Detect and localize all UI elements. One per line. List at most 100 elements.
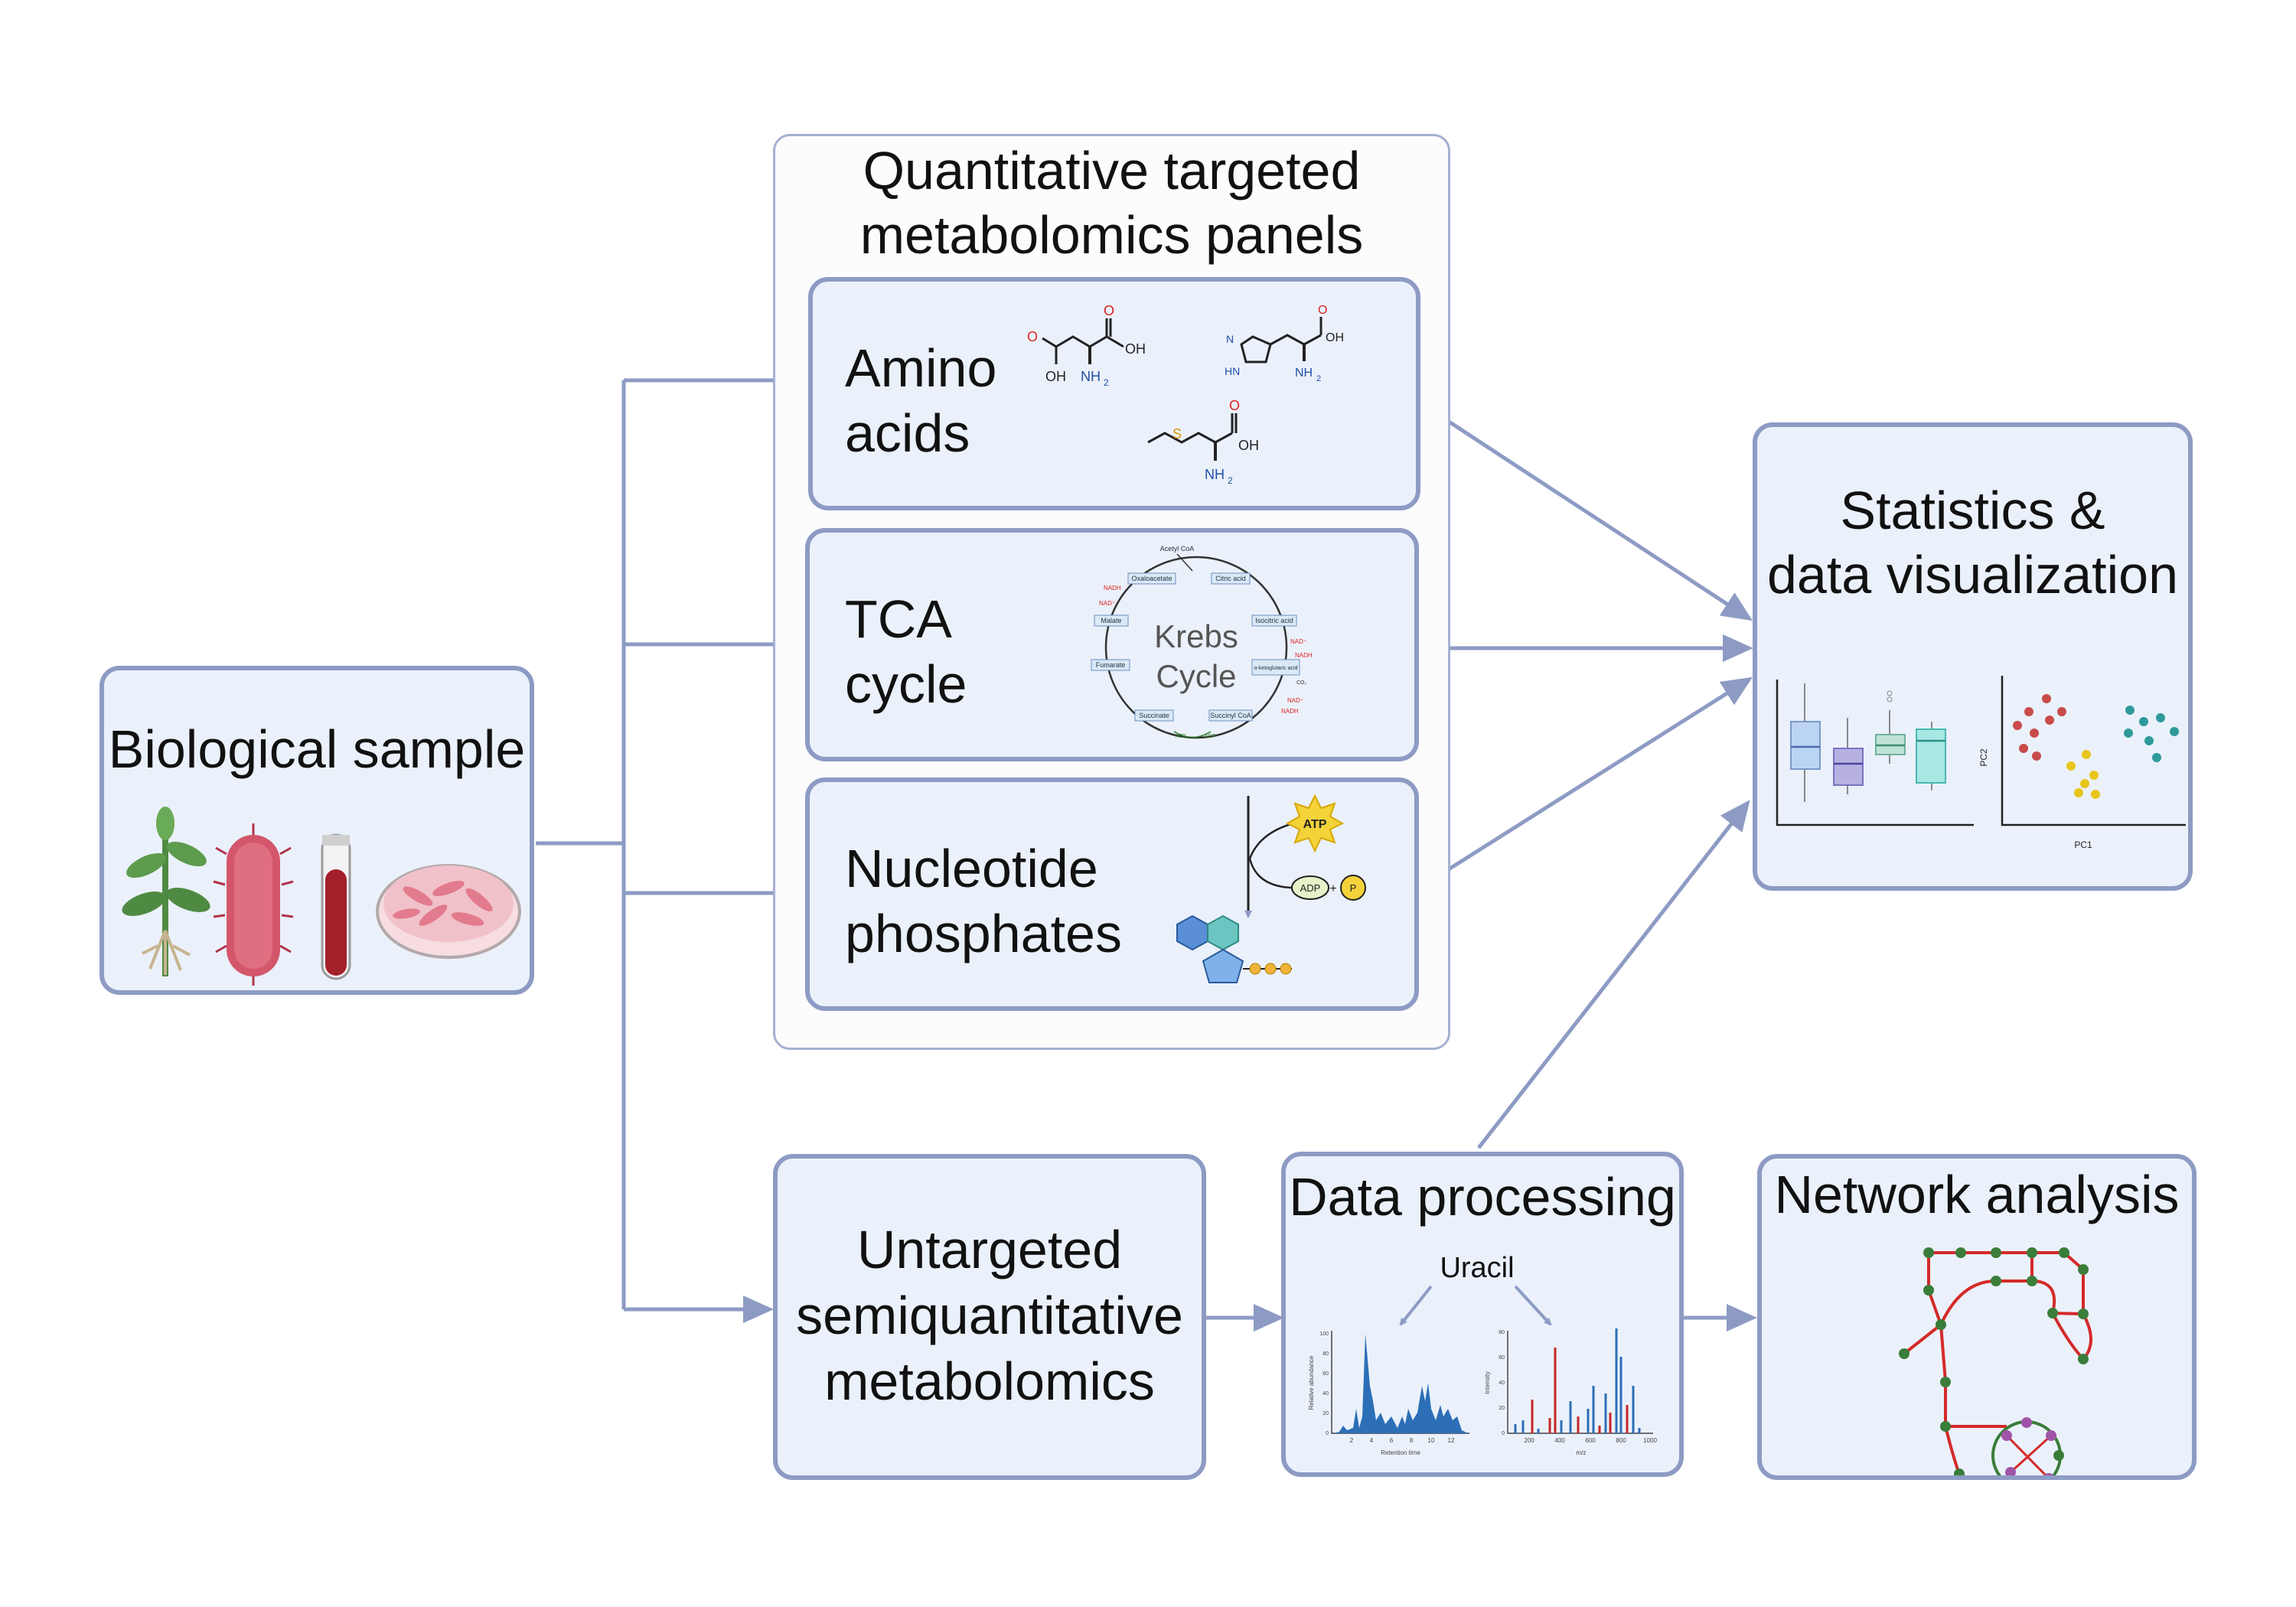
uracil-arrow-right <box>1514 1285 1552 1326</box>
svg-text:20: 20 <box>1499 1406 1505 1411</box>
svg-text:60: 60 <box>1322 1371 1329 1377</box>
svg-text:8: 8 <box>1410 1437 1414 1444</box>
nucleotide-line1: Nucleotide <box>845 839 1098 898</box>
data-processing-title: Data processing <box>1289 1167 1676 1227</box>
biological-sample-box: Biological sample <box>99 666 534 995</box>
metabolite-alpha-ketoglutaric: α-ketoglutaric acid <box>1254 666 1298 671</box>
phosphate-icon <box>1340 875 1366 901</box>
spectrum-x-label: m/z <box>1577 1449 1587 1456</box>
biological-sample-title: Biological sample <box>108 719 526 779</box>
svg-text:S: S <box>1172 426 1182 442</box>
untargeted-line3: metabolomics <box>824 1351 1155 1411</box>
krebs-label-1: Krebs <box>1154 618 1238 654</box>
untargeted-box: Untargeted semiquantitative metabolomics <box>773 1154 1206 1480</box>
metabolite-oxaloacetate: Oxaloacetate <box>1131 575 1172 582</box>
bacterium-icon <box>213 823 294 986</box>
svg-text:80: 80 <box>1322 1351 1329 1357</box>
svg-text:NAD⁺: NAD⁺ <box>1290 638 1306 645</box>
svg-text:ATP: ATP <box>1176 734 1186 739</box>
svg-text:OH: OH <box>1125 341 1146 357</box>
svg-text:600: 600 <box>1585 1437 1596 1444</box>
tca-line1: TCA <box>845 589 952 649</box>
svg-text:10: 10 <box>1428 1437 1435 1444</box>
panel-title-line2: metabolomics panels <box>859 205 1364 265</box>
nucleotide-molecule-icon <box>1176 914 1292 983</box>
nucleotide-phosphates-box: Nucleotide phosphates ATP ADP + P <box>805 777 1419 1011</box>
svg-text:6: 6 <box>1390 1437 1394 1444</box>
svg-text:O: O <box>1318 304 1327 317</box>
svg-text:NH: NH <box>1295 367 1313 380</box>
krebs-cycle-diagram: Krebs Cycle Acetyl CoA Citric acid Isoci… <box>1091 545 1313 739</box>
blood-tube-icon <box>321 833 351 980</box>
svg-text:N: N <box>1226 333 1234 345</box>
atp-label: ATP <box>1303 818 1327 831</box>
arrow-nucleotide-to-stats <box>1420 676 1753 888</box>
chromatogram-y-label: Relative abundance <box>1308 1355 1315 1410</box>
arrow-processing-to-stats <box>1477 800 1750 1149</box>
histidine-structure: O OH N HN NH 2 <box>1225 304 1344 383</box>
network-analysis-title: Network analysis <box>1774 1165 2180 1224</box>
amino-acids-line1: Amino <box>845 338 997 398</box>
svg-text:NADH: NADH <box>1104 585 1121 592</box>
krebs-cycle-ring <box>1104 556 1288 739</box>
panel-title-line1: Quantitative targeted <box>863 141 1361 200</box>
network-cluster-ring <box>1991 1420 2062 1475</box>
tca-line2: cycle <box>845 654 967 714</box>
svg-text:12: 12 <box>1448 1437 1455 1444</box>
svg-text:HN: HN <box>1225 365 1240 377</box>
pca-scatter-plot: PC1 PC2 <box>1978 676 2186 850</box>
metabolite-malate: Malate <box>1101 617 1121 624</box>
svg-text:CO₂: CO₂ <box>1296 680 1307 686</box>
svg-text:4: 4 <box>1370 1437 1374 1444</box>
svg-text:NADH: NADH <box>1281 708 1299 715</box>
atp-burst-icon <box>1285 794 1345 853</box>
metabolite-fumarate: Fumarate <box>1096 661 1126 669</box>
svg-text:40: 40 <box>1499 1380 1505 1386</box>
krebs-label-2: Cycle <box>1156 658 1236 694</box>
sample-icons <box>122 807 521 986</box>
svg-text:200: 200 <box>1524 1437 1534 1444</box>
uracil-label: Uracil <box>1440 1252 1514 1284</box>
adp-capsule <box>1291 875 1329 900</box>
svg-text:ADP: ADP <box>1205 734 1216 739</box>
petri-dish-icon <box>376 864 521 959</box>
boxplot-box-2 <box>1833 748 1864 786</box>
metabolite-isocitric-acid: Isocitric acid <box>1255 617 1293 624</box>
untargeted-line2: semiquantitative <box>796 1286 1183 1345</box>
network-analysis-box: Network analysis <box>1757 1154 2197 1480</box>
metabolite-succinate: Succinate <box>1139 712 1169 719</box>
network-graph <box>1899 1247 2092 1475</box>
svg-text:OH: OH <box>1045 369 1066 384</box>
boxplot-box-1 <box>1790 721 1821 770</box>
svg-text:2: 2 <box>1228 475 1233 486</box>
network-nodes <box>1899 1247 2089 1475</box>
statistics-box: Statistics & data visualization PC1 PC2 <box>1753 422 2193 891</box>
mass-spectrum: 200 400 600 800 1000 m/z 0 20 40 60 80 I… <box>1484 1328 1657 1456</box>
uracil-arrow-left <box>1399 1285 1433 1326</box>
svg-text:20: 20 <box>1322 1411 1329 1416</box>
svg-text:O: O <box>1104 303 1114 318</box>
boxplot-box-4 <box>1916 729 1946 784</box>
adp-label: ADP <box>1300 882 1321 894</box>
svg-text:2: 2 <box>1350 1437 1354 1444</box>
chromatogram-x-label: Retention time <box>1381 1449 1420 1456</box>
svg-text:NAD⁺: NAD⁺ <box>1287 697 1303 704</box>
arrow-amino-to-stats <box>1416 399 1753 621</box>
svg-text:60: 60 <box>1499 1355 1505 1361</box>
metabolite-acetyl-coa: Acetyl CoA <box>1160 545 1195 553</box>
chromatogram-trace <box>1333 1334 1468 1433</box>
aspartic-acid-structure: O O OH OH NH 2 <box>1027 303 1146 388</box>
data-processing-box: Data processing Uracil 2 4 6 8 10 12 Ret… <box>1281 1152 1684 1477</box>
amino-acids-box: Amino acids O O OH OH NH 2 O OH N HN <box>808 277 1420 510</box>
svg-text:NH: NH <box>1205 467 1225 482</box>
nucleotide-line2: phosphates <box>845 904 1122 963</box>
phosphate-label: P <box>1350 882 1357 894</box>
amino-acids-line2: acids <box>845 403 970 463</box>
svg-text:NAD⁺: NAD⁺ <box>1099 600 1115 607</box>
methionine-structure: S O OH NH 2 <box>1147 398 1259 486</box>
network-cluster-nodes <box>2001 1417 2056 1475</box>
svg-text:O: O <box>1027 329 1038 344</box>
svg-text:100: 100 <box>1319 1332 1329 1337</box>
statistics-line1: Statistics & <box>1840 481 2105 540</box>
